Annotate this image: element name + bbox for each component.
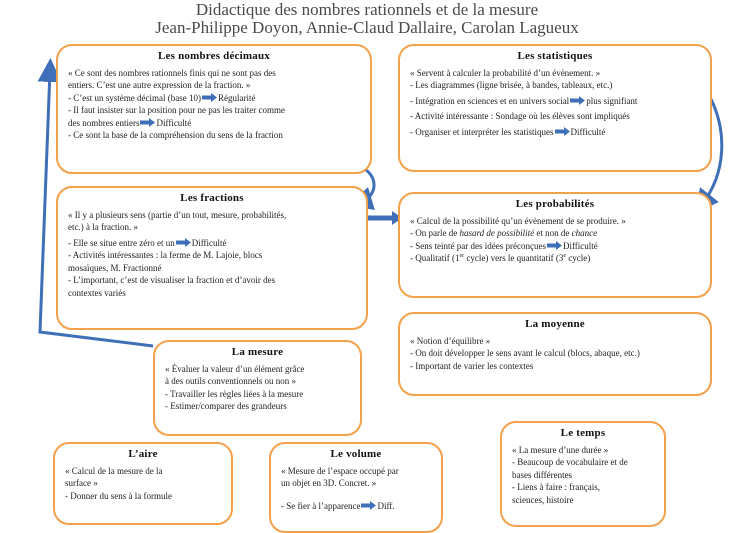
box-moyenne: La moyenne « Notion d’équilibre » - On d…	[398, 312, 712, 396]
arrow-right-icon	[570, 95, 586, 105]
temps-line: sciences, histoire	[512, 494, 574, 505]
decimaux-line: - Il faut insister sur la position pour …	[68, 105, 285, 115]
probabilites-line: - On parle de hasard de possibilité et n…	[410, 228, 598, 238]
temps-title: Le temps	[560, 427, 606, 439]
decimaux-title: Les nombres décimaux	[158, 50, 270, 62]
arrow-right-icon	[361, 500, 377, 510]
fractions-line: - Activités intéressantes : la ferme de …	[68, 250, 263, 260]
box-probabilites: Les probabilités « Calcul de la possibil…	[398, 192, 712, 298]
fractions-line: mosaïques, M. Fractionné	[68, 262, 162, 273]
arrow-right-icon	[140, 117, 156, 127]
probabilites-line: - Qualitatif (1er cycle) vers le quantit…	[410, 253, 591, 263]
aire-title: L’aire	[128, 448, 158, 460]
fractions-line: etc.) à la fraction. »	[68, 222, 138, 232]
fractions-title: Les fractions	[180, 192, 244, 204]
page-authors: Jean-Philippe Doyon, Annie-Claud Dallair…	[155, 18, 579, 37]
statistiques-line: « Servent à calculer la probabilité d’un…	[410, 67, 601, 78]
decimaux-line: - C’est un système décimal (base 10)Régu…	[68, 92, 256, 103]
probabilites-line: « Calcul de la possibilité qu’un évèneme…	[410, 215, 626, 226]
statistiques-line: - Intégration en sciences et en univers …	[410, 95, 638, 106]
statistiques-line: - Activité intéressante : Sondage où les…	[410, 111, 630, 121]
moyenne-line: - Important de varier les contextes	[410, 360, 534, 371]
moyenne-title: La moyenne	[525, 318, 585, 330]
fractions-line: contextes variés	[68, 287, 126, 298]
mesure-line: - Travailler les règles liées à la mesur…	[165, 388, 304, 399]
fractions-line: « Il y a plusieurs sens (partie d’un tou…	[68, 209, 287, 220]
temps-line: - Beaucoup de vocabulaire et de	[512, 457, 628, 467]
decimaux-line: entiers. C’est une autre expression de l…	[68, 80, 251, 90]
volume-title: Le volume	[330, 448, 382, 460]
page-title: Didactique des nombres rationnels et de …	[195, 0, 539, 19]
statistiques-title: Les statistiques	[517, 50, 593, 62]
decimaux-line: « Ce sont des nombres rationnels finis q…	[68, 67, 276, 78]
mesure-line: - Estimer/comparer des grandeurs	[165, 401, 287, 411]
fractions-line: - L’important, c’est de visualiser la fr…	[68, 275, 276, 285]
statistiques-line: - Organiser et interpréter les statistiq…	[410, 126, 606, 137]
box-mesure: La mesure « Évaluer la valeur d’un éléme…	[153, 340, 362, 436]
decimaux-line: - Ce sont la base de la compréhension du…	[68, 130, 283, 140]
box-aire: L’aire « Calcul de la mesure de la surfa…	[53, 442, 233, 525]
arrow-right-icon	[546, 240, 562, 250]
box-statistiques: Les statistiques « Servent à calculer la…	[398, 44, 712, 172]
arrow-right-icon	[554, 126, 570, 136]
box-temps: Le temps « La mesure d’une durée » - Bea…	[500, 421, 666, 527]
aire-line: - Donner du sens à la formule	[65, 490, 172, 501]
arrow-right-icon	[201, 92, 217, 102]
mesure-line: « Évaluer la valeur d’un élément grâce	[165, 363, 305, 374]
statistiques-line: - Les diagrammes (ligne brisée, à bandes…	[410, 80, 613, 90]
box-fractions: Les fractions « Il y a plusieurs sens (p…	[56, 186, 368, 330]
moyenne-line: « Notion d’équilibre »	[410, 335, 491, 346]
volume-line: un objet en 3D. Concret. »	[281, 478, 377, 488]
temps-line: « La mesure d’une durée »	[512, 444, 609, 455]
mesure-line: à des outils conventionnels ou non »	[165, 376, 296, 386]
volume-line: « Mesure de l’espace occupé par	[281, 465, 399, 476]
box-nombres-decimaux: Les nombres décimaux « Ce sont des nombr…	[56, 44, 372, 174]
box-volume: Le volume « Mesure de l’espace occupé pa…	[269, 442, 443, 533]
arrow-right-icon	[175, 237, 191, 247]
probabilites-title: Les probabilités	[515, 198, 595, 210]
aire-line: « Calcul de la mesure de la	[65, 465, 163, 476]
mesure-title: La mesure	[231, 346, 284, 358]
aire-line: surface »	[65, 478, 98, 488]
moyenne-line: - On doit développer le sens avant le ca…	[410, 348, 640, 358]
temps-line: - Liens à faire : français,	[512, 482, 600, 492]
temps-line: bases différentes	[512, 469, 573, 480]
